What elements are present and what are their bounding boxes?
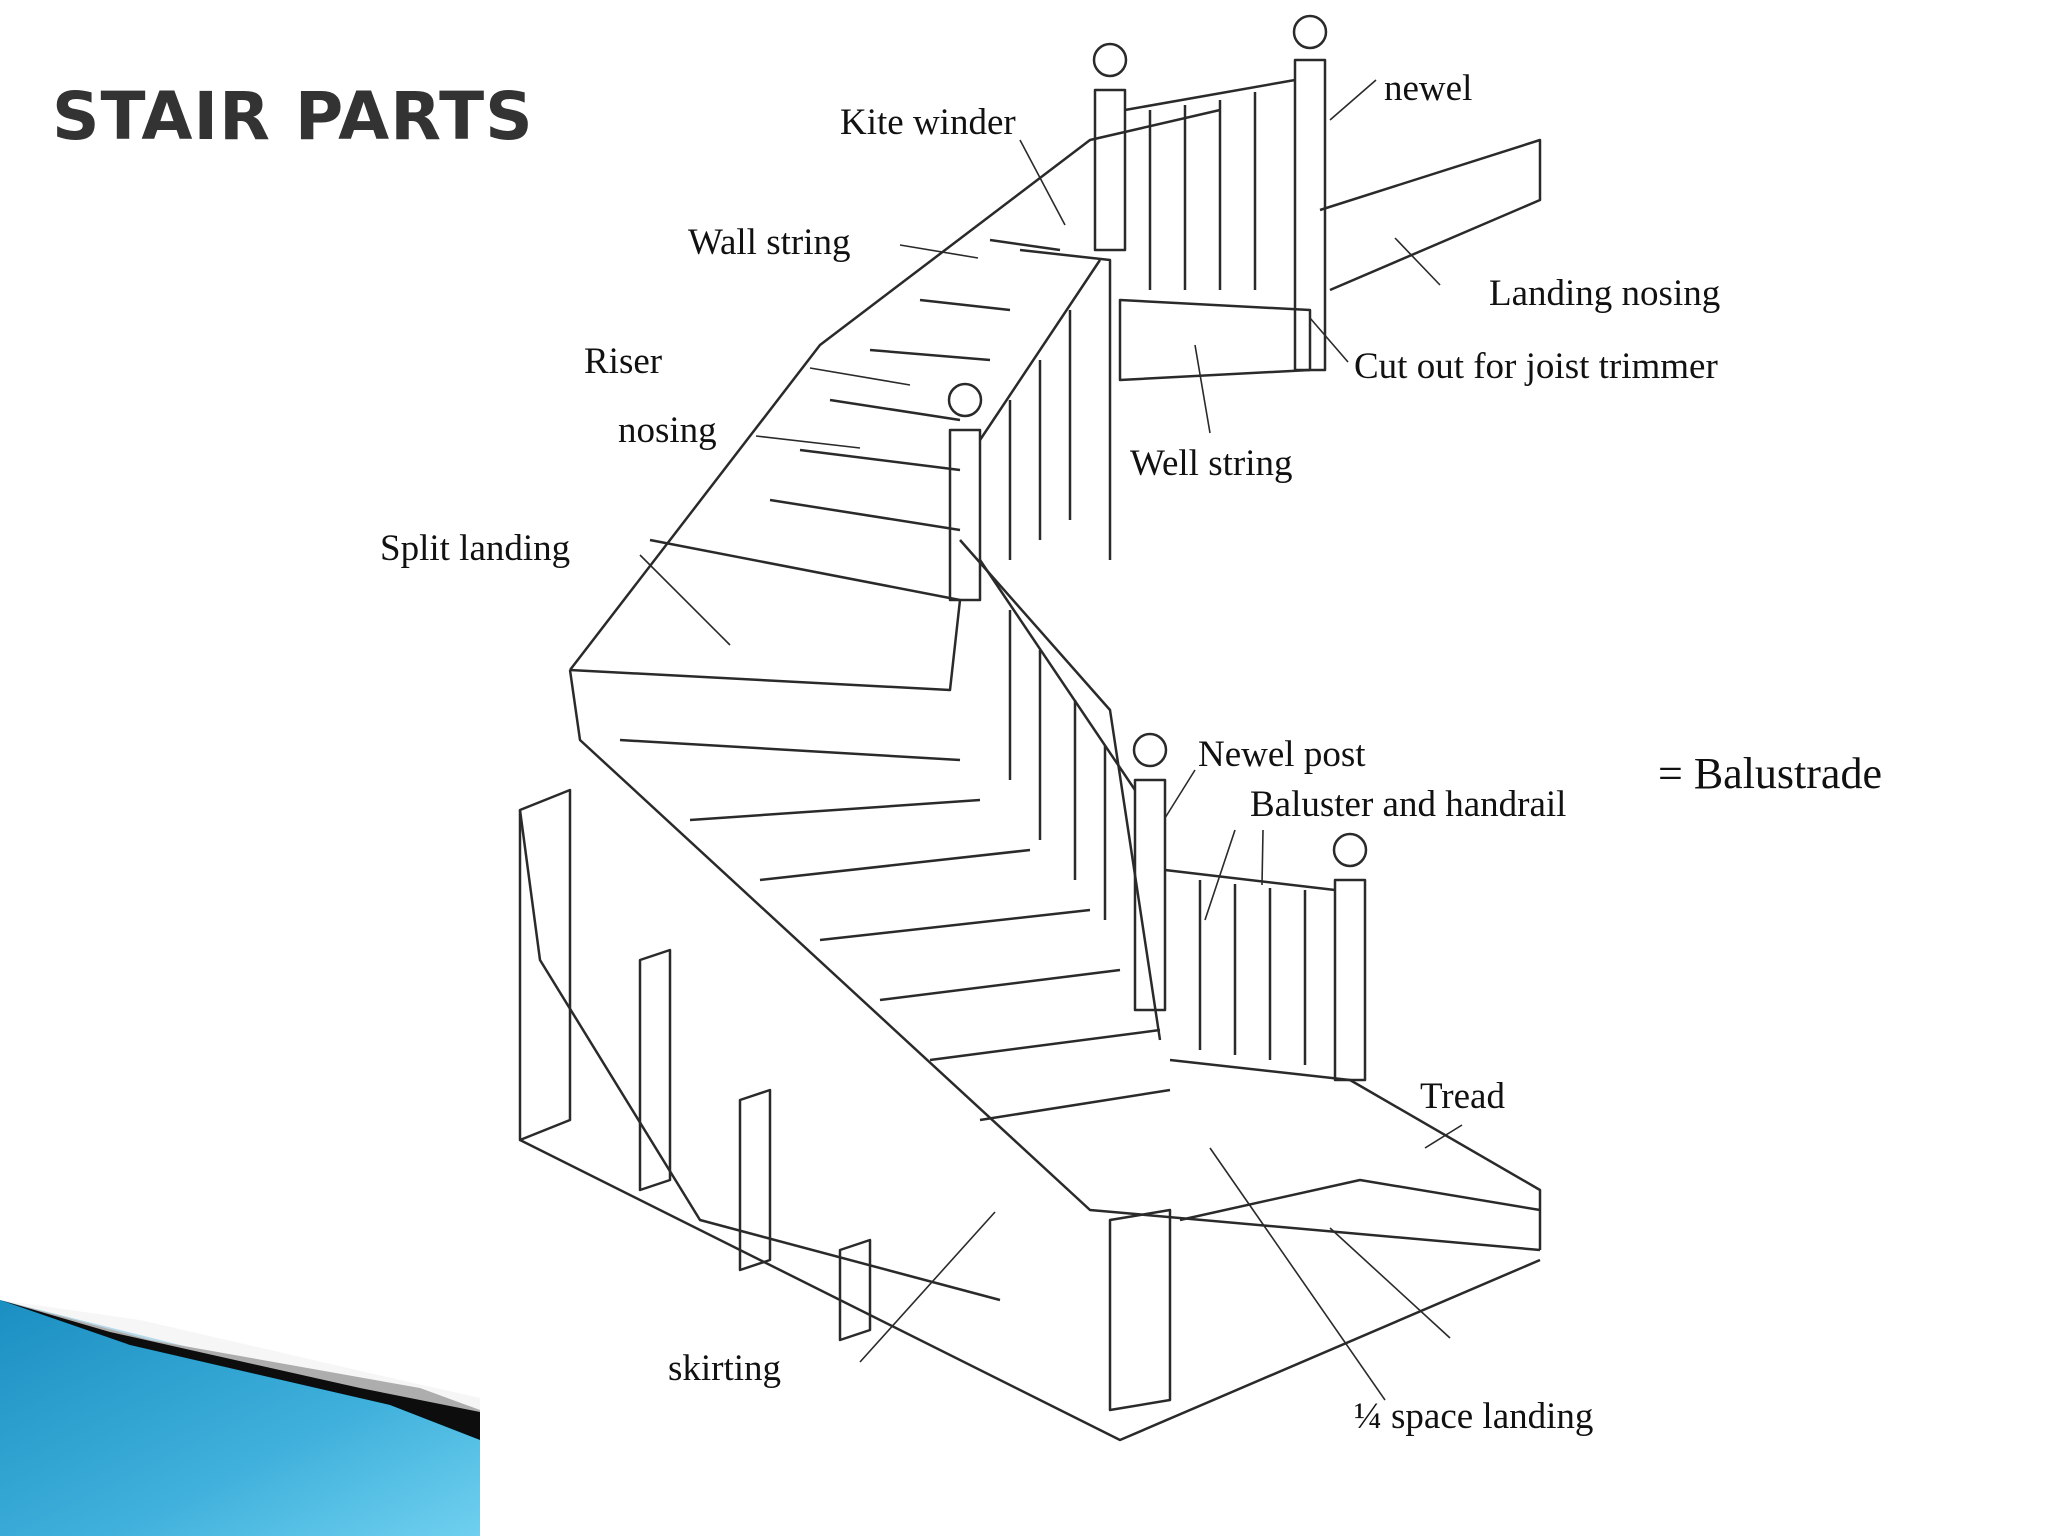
label-wall-string: Wall string [688,222,851,263]
label-split-landing: Split landing [380,528,571,569]
balusters-top [1148,92,1257,290]
leader-handrail [1261,829,1264,886]
tread-edge [929,1028,1161,1062]
leader-split-landing [639,554,731,646]
newel-post-middle [948,428,982,602]
leader-lines [639,79,1463,1401]
newel-post-top-left [1093,88,1127,252]
leader-baluster-handrail [1204,829,1236,921]
inner-string [959,539,1162,1041]
newel-cap [1092,42,1128,78]
label-balustrade: = Balustrade [1658,749,1882,798]
leader-cut-out [1309,317,1349,363]
balusters-upper [1008,310,1072,560]
leader-skirting [859,1211,996,1363]
balusters-lower [1008,610,1107,920]
balusters-bottom [1198,880,1307,1065]
newel-post-top-right [1293,58,1327,372]
label-skirting: skirting [668,1348,782,1389]
floor-line [519,1138,1541,1442]
framing-post [738,1088,772,1272]
split-landing-shape [569,538,962,692]
tread-edge [759,848,1031,882]
label-riser: Riser [584,341,663,382]
handrail-upper [978,259,1102,441]
leader-newel-post [1164,769,1196,819]
handrail-top [1124,78,1296,112]
leader-quarter-landing-2 [1329,1227,1451,1339]
skirting-curve [518,809,1001,1302]
framing-post [838,1238,872,1342]
top-landing-nosing [1319,138,1542,292]
label-landing-nosing: Landing nosing [1489,273,1721,314]
label-quarter-landing: ¼ space landing [1354,1396,1594,1437]
label-newel-post: Newel post [1198,734,1366,775]
label-baluster-handrail: Baluster and handrail [1250,784,1567,825]
tread-edge [689,798,981,822]
tread-edge [869,348,991,362]
newel-cap [1132,732,1168,768]
leader-riser [809,367,911,386]
framing-post [518,788,572,1142]
bottom-step [1179,1178,1541,1222]
leader-tread [1424,1124,1463,1149]
swoosh-black [0,1300,480,1440]
wall-string-line [569,108,1221,671]
tread-edge [879,968,1121,1002]
leader-kite-winder [1019,139,1066,226]
slide-title: STAIR PARTS [52,78,534,155]
leader-well-string [1194,344,1211,434]
leader-landing-nosing [1394,237,1441,286]
tread-edge [919,298,1011,312]
tread-edge [829,398,961,422]
handrail-lower [978,559,1137,791]
label-nosing: nosing [618,410,717,451]
outer-string-line [568,669,1541,1252]
newel-cap [1332,832,1368,868]
tread-edge [989,238,1061,252]
leader-nosing [755,435,861,449]
newel-cap [947,382,983,418]
framing-post [1108,1208,1172,1412]
leader-quarter-landing [1209,1147,1386,1401]
label-tread: Tread [1420,1076,1505,1117]
newel-post-lower [1133,778,1167,1012]
well-string-line [1019,248,1112,560]
label-cut-out: Cut out for joist trimmer [1354,346,1718,387]
leader-wall-string [899,244,979,259]
staircase-drawing [518,14,1542,1442]
framing-post [638,948,672,1192]
leader-newel [1329,79,1377,121]
tread-edge [979,1088,1171,1122]
newel-cap [1292,14,1328,50]
tread-edge [799,448,961,472]
handrail-bottom [1164,868,1336,892]
label-well-string: Well string [1130,443,1293,484]
label-kite-winder: Kite winder [840,102,1016,143]
well-string-panel [1118,298,1312,382]
tread-edge [619,738,961,762]
tread-edge [769,498,961,532]
swoosh-highlight [0,1300,480,1412]
tread-edge [819,908,1091,942]
label-newel: newel [1384,68,1473,109]
swoosh-teal [0,1300,480,1536]
newel-post-bottom [1333,878,1367,1082]
